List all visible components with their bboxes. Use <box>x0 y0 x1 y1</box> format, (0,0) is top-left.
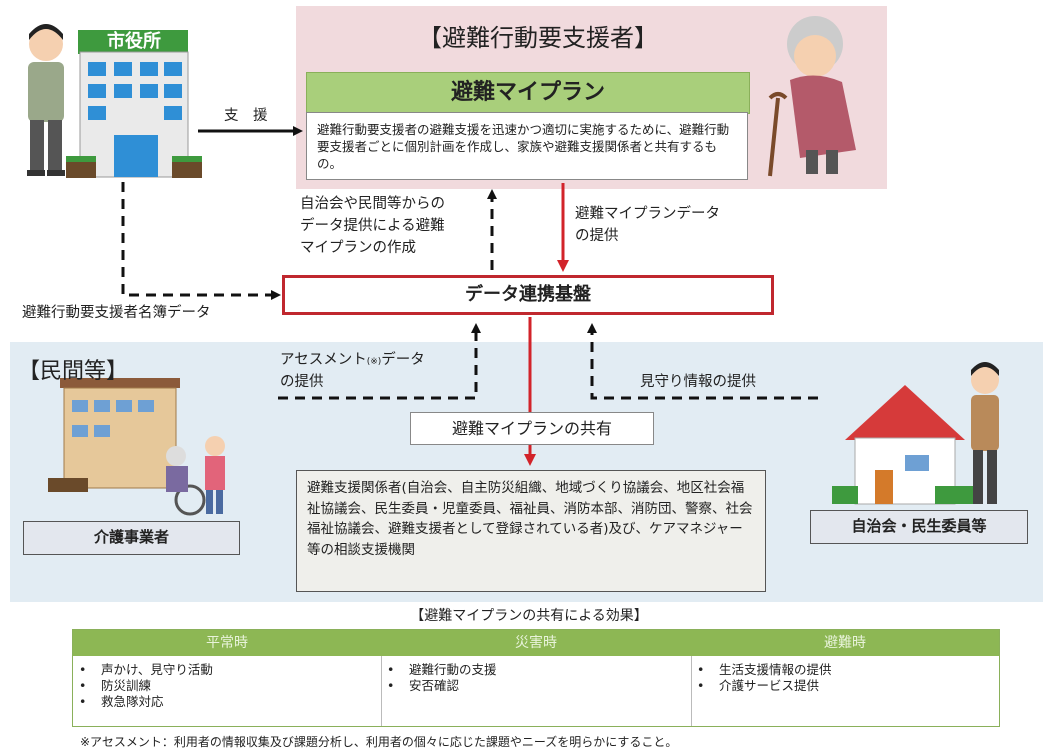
roster-data-label: 避難行動要支援者名簿データ <box>22 305 211 321</box>
list-item: 生活支援情報の提供 <box>697 662 999 678</box>
watch-info-label: 見守り情報の提供 <box>640 374 756 390</box>
house-illustration <box>832 385 975 505</box>
list-item: 救急隊対応 <box>79 694 381 710</box>
city-hall-sign: 市役所 <box>107 31 161 52</box>
plan-share-box: 避難マイプランの共有 <box>410 412 654 445</box>
assessment-data-arrow <box>278 323 481 400</box>
footnote: ※アセスメント：利用者の情報収集及び課題分析し、利用者の個々に応じた課題やニーズ… <box>80 735 678 749</box>
effects-title: 【避難マイプランの共有による効果】 <box>410 608 648 624</box>
data-provision-label-line1: 自治会や民間等からの <box>300 196 445 212</box>
plan-data-label-line2: の提供 <box>575 228 619 244</box>
list-item: 安否確認 <box>387 678 691 694</box>
effects-col-disaster: 避難行動の支援 安否確認 <box>381 656 691 726</box>
effects-col-normal: 声かけ、見守り活動 防災訓練 救急隊対応 <box>73 656 381 726</box>
effects-table: 平常時 災害時 避難時 声かけ、見守り活動 防災訓練 救急隊対応 避難行動の支援… <box>72 629 1000 727</box>
effects-header-normal: 平常時 <box>73 630 381 656</box>
support-holders-box: 避難支援関係者(自治会、自主防災組織、地域づくり協議会、地区社会福祉協議会、民生… <box>296 470 766 592</box>
effects-col-evacuation: 生活支援情報の提供 介護サービス提供 <box>691 656 999 726</box>
data-platform: データ連携基盤 <box>282 275 774 315</box>
effects-header-evacuation: 避難時 <box>691 630 999 656</box>
care-facility-illustration <box>48 378 225 516</box>
data-provision-label-line2: データ提供による避難 <box>300 218 445 234</box>
support-label: 支 援 <box>224 108 268 124</box>
private-sector-title: 【民間等】 <box>18 359 129 384</box>
elderly-person-illustration <box>768 16 856 177</box>
plan-header: 避難マイプラン <box>306 72 750 114</box>
assessment-label-suffix: データ <box>381 352 425 368</box>
assessment-label-text: アセスメント <box>280 352 367 368</box>
assessment-label-line2: の提供 <box>280 374 324 390</box>
plan-data-label-line1: 避難マイプランデータ <box>575 206 720 222</box>
assessment-note-mark: (※) <box>366 357 382 367</box>
list-item: 声かけ、見守り活動 <box>79 662 381 678</box>
care-provider-label: 介護事業者 <box>23 521 240 555</box>
neighborhood-label: 自治会・民生委員等 <box>810 510 1028 544</box>
list-item: 介護サービス提供 <box>697 678 999 694</box>
effects-header-disaster: 災害時 <box>381 630 691 656</box>
roster-data-arrow <box>121 182 281 300</box>
city-hall-illustration <box>66 30 202 178</box>
city-staff-illustration <box>27 24 65 176</box>
list-item: 避難行動の支援 <box>387 662 691 678</box>
data-provision-label-line3: マイプランの作成 <box>300 240 416 256</box>
effects-divider <box>691 656 692 726</box>
vulnerable-title: 【避難行動要支援者】 <box>418 24 658 52</box>
list-item: 防災訓練 <box>79 678 381 694</box>
effects-divider <box>381 656 382 726</box>
watch-info-arrow <box>587 323 818 400</box>
plan-description: 避難行動要支援者の避難支援を迅速かつ適切に実施するために、避難行動要支援者ごとに… <box>306 112 748 180</box>
neighbor-person-illustration <box>971 362 999 504</box>
assessment-label-line1: アセスメント(※)データ <box>280 350 425 372</box>
